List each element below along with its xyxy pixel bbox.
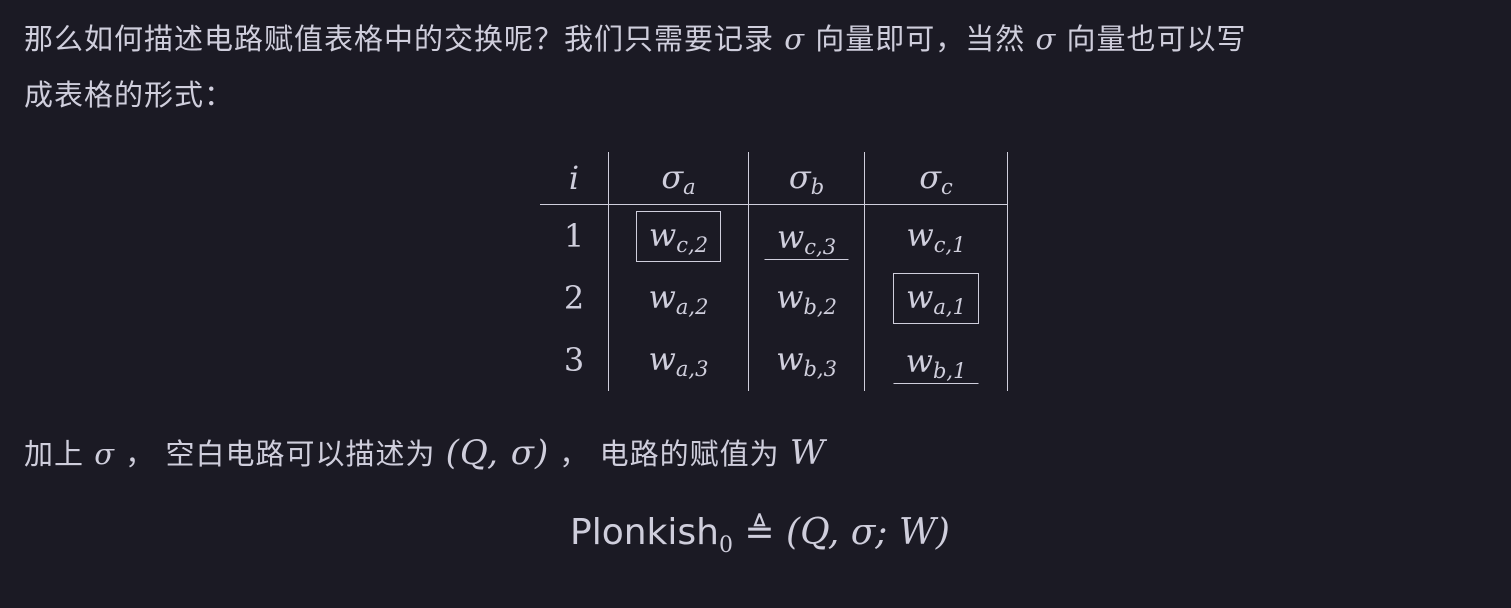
header-sigma-b: σb <box>748 152 865 205</box>
w-symbol: W <box>789 433 826 473</box>
sigma-permutation-table: i σa σb σc 1 wc,2 wc,3 wc,1 2 wa,2 wb,2 … <box>540 152 1008 391</box>
plonkish-definition-formula: Plonkish0 ≜ (Q, σ; W) <box>570 512 950 558</box>
cell: wa,2 <box>648 277 709 319</box>
cell-underlined: wb,1 <box>892 337 980 384</box>
cell-boxed: wc,2 <box>635 210 722 262</box>
cell-boxed: wa,1 <box>893 272 979 324</box>
header-sigma-a: σa <box>608 152 749 205</box>
sigma-symbol: σ <box>94 437 116 471</box>
cell: wb,3 <box>776 339 837 381</box>
cell: wb,2 <box>776 277 837 319</box>
row-index: 3 <box>540 329 609 391</box>
q-sigma-pair: (Q, σ) <box>445 433 550 473</box>
cell: wa,3 <box>648 339 709 381</box>
sigma-symbol: σ <box>784 22 806 56</box>
cell-underlined: wc,3 <box>763 213 850 260</box>
circuit-description-paragraph: 加上 σ ， 空白电路可以描述为 (Q, σ) ， 电路的赋值为 W <box>24 433 826 473</box>
table-row: 1 wc,2 wc,3 wc,1 <box>540 204 1008 267</box>
intro-line-2: 成表格的形式： <box>24 78 235 112</box>
table-row: 2 wa,2 wb,2 wa,1 <box>540 267 1008 329</box>
row-index: 1 <box>540 204 609 267</box>
intro-line-1: 那么如何描述电路赋值表格中的交换呢？我们只需要记录 σ 向量即可，当然 σ 向量… <box>24 22 1247 56</box>
table-header-row: i σa σb σc <box>540 152 1008 205</box>
cell: wc,1 <box>906 215 966 257</box>
row-index: 2 <box>540 267 609 329</box>
table-row: 3 wa,3 wb,3 wb,1 <box>540 329 1008 391</box>
sigma-symbol: σ <box>1035 22 1057 56</box>
header-i: i <box>540 152 609 205</box>
intro-paragraph: 那么如何描述电路赋值表格中的交换呢？我们只需要记录 σ 向量即可，当然 σ 向量… <box>24 11 1246 123</box>
header-sigma-c: σc <box>864 152 1008 205</box>
